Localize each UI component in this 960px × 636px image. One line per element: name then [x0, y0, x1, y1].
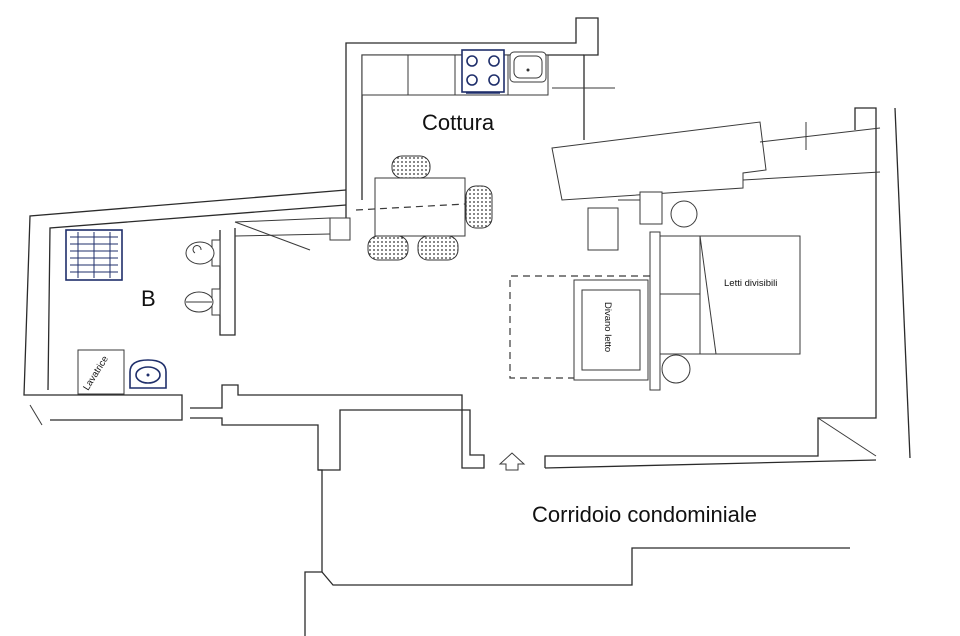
dining-table — [355, 155, 493, 261]
chair-icon — [367, 235, 409, 261]
kitchen-wall — [345, 17, 599, 218]
chair-icon — [391, 155, 431, 179]
walls — [23, 17, 911, 636]
bed-headboard — [659, 235, 701, 355]
sink-icon — [509, 51, 547, 83]
upper-right-line-2 — [742, 171, 881, 181]
corridor-left-wall — [304, 469, 323, 636]
bed-fold-line — [699, 235, 717, 355]
right-lower-wall — [544, 107, 877, 468]
toilet-icon — [185, 239, 221, 267]
upper-right-line — [759, 127, 881, 143]
partition-top-inner — [234, 233, 331, 237]
living-lower-wall — [190, 384, 485, 471]
nightstand-lamp-bottom — [661, 354, 691, 384]
kitchen-label: Cottura — [422, 110, 495, 135]
bathroom-door-dash — [29, 404, 43, 426]
corridor-bottom-wall — [321, 547, 850, 586]
twin-beds-label: Letti divisibili — [724, 278, 777, 289]
pillar-right — [639, 191, 663, 225]
bedroom-partition — [649, 231, 661, 391]
sofa-bed-cushion — [581, 289, 641, 371]
partition-top — [234, 217, 331, 223]
pillar-left — [587, 207, 619, 251]
right-lower-wall-outer — [544, 459, 877, 469]
stove-icon — [461, 49, 505, 94]
corridor-label: Corridoio condominiale — [532, 502, 757, 527]
twin-beds: Letti divisibili — [659, 235, 801, 355]
door-swing-line — [234, 221, 311, 251]
far-right-wall — [894, 107, 911, 459]
central-wall-block — [551, 121, 767, 201]
sofa-bed-label: Divano letto — [602, 302, 613, 352]
washing-machine: Lavatrice — [77, 349, 125, 395]
bathroom-label: B — [141, 286, 156, 311]
bathroom-outer-wall — [23, 189, 347, 421]
bathroom-partition — [219, 228, 236, 336]
partition-pillar — [329, 217, 351, 241]
sofa-bed: Divano letto — [509, 275, 650, 381]
bathroom-inner-wall — [47, 204, 347, 391]
bidet-icon — [184, 288, 221, 316]
chair-icon — [417, 235, 459, 261]
entrance-arrow-icon — [498, 452, 526, 471]
washbasin-icon — [129, 359, 167, 389]
nightstand-lamp-top — [670, 200, 698, 228]
corner-cupboard-diagonal — [817, 417, 877, 457]
shower-tray-icon — [65, 229, 123, 281]
chair-icon — [465, 185, 493, 229]
